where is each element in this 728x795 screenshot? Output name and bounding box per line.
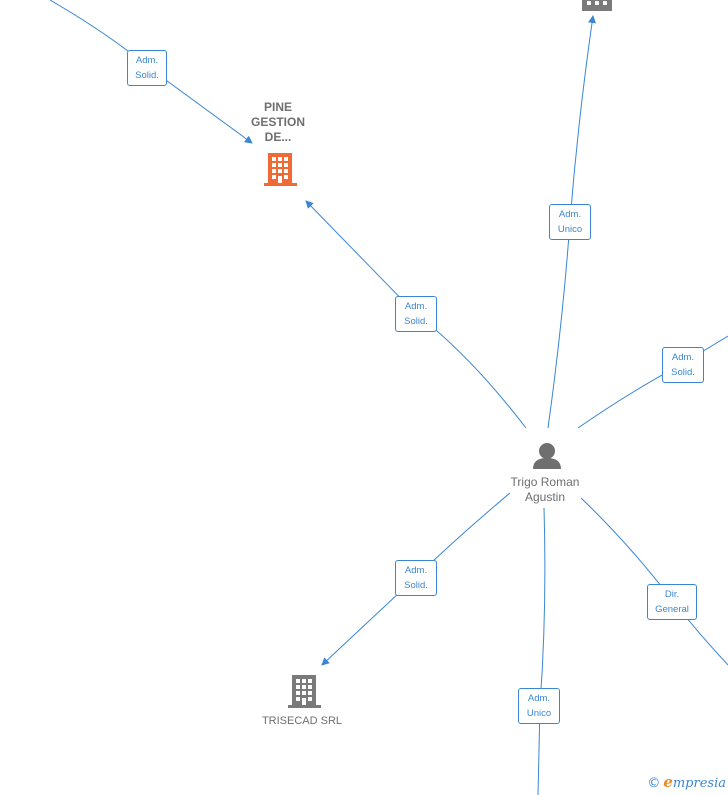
edge-label-top-company-line-2: Unico: [557, 224, 583, 235]
edge-label-bottom-line-2: Unico: [526, 708, 552, 719]
edge-label-right-upper[interactable]: Adm. Solid.: [662, 347, 704, 383]
trisecad-building-icon[interactable]: [288, 675, 321, 708]
edge-label-trisecad-line-2: Solid.: [404, 580, 428, 591]
edge-label-trisecad[interactable]: Adm. Solid.: [395, 560, 437, 596]
edge-label-trisecad-line-1: Adm.: [404, 565, 428, 576]
edge-label-pine-line-1: Adm.: [404, 301, 428, 312]
edge-line-right-lower: [580, 497, 728, 666]
edge-label-right-lower[interactable]: Dir. General: [647, 584, 697, 620]
edge-label-top-left-line-2: Solid.: [135, 70, 159, 81]
edge-line-bottom: [537, 507, 546, 795]
brand-initial: e: [663, 773, 673, 791]
edge-label-top-left[interactable]: Adm. Solid.: [127, 50, 167, 86]
edge-line-right-upper: [577, 335, 728, 429]
pine-gestion-building-icon[interactable]: [264, 153, 297, 186]
empresia-logo[interactable]: ©empresia: [647, 773, 726, 791]
trigo-roman-label-line-1: Trigo Roman: [510, 475, 580, 489]
edge-label-right-upper-line-1: Adm.: [671, 352, 695, 363]
trisecad-label[interactable]: TRISECAD SRL: [250, 714, 354, 729]
edge-label-bottom[interactable]: Adm. Unico: [518, 688, 560, 724]
trigo-roman-label[interactable]: Trigo Roman Agustin: [500, 475, 590, 505]
edge-label-right-lower-line-2: General: [655, 604, 689, 615]
copyright-symbol: ©: [647, 776, 661, 791]
brand-name: mpresia: [672, 776, 726, 791]
edge-label-right-lower-line-1: Dir.: [664, 589, 680, 600]
trisecad-label-text: TRISECAD SRL: [261, 715, 343, 727]
pine-gestion-label[interactable]: PINE GESTION DE...: [248, 100, 308, 145]
pine-gestion-label-line-2: GESTION: [250, 115, 305, 129]
edge-label-bottom-line-1: Adm.: [527, 693, 551, 704]
person-icon[interactable]: [533, 443, 561, 469]
edge-label-top-left-line-1: Adm.: [135, 55, 159, 66]
edge-label-pine[interactable]: Adm. Solid.: [395, 296, 437, 332]
edge-label-top-company-line-1: Adm.: [558, 209, 582, 220]
pine-gestion-label-line-3: DE...: [264, 130, 292, 144]
edge-label-top-company[interactable]: Adm. Unico: [549, 204, 591, 240]
edge-label-right-upper-line-2: Solid.: [671, 367, 695, 378]
edge-label-pine-line-2: Solid.: [404, 316, 428, 327]
trigo-roman-label-line-2: Agustin: [524, 490, 566, 504]
top-company-icon[interactable]: [582, 0, 612, 11]
pine-gestion-label-line-1: PINE: [263, 100, 292, 114]
